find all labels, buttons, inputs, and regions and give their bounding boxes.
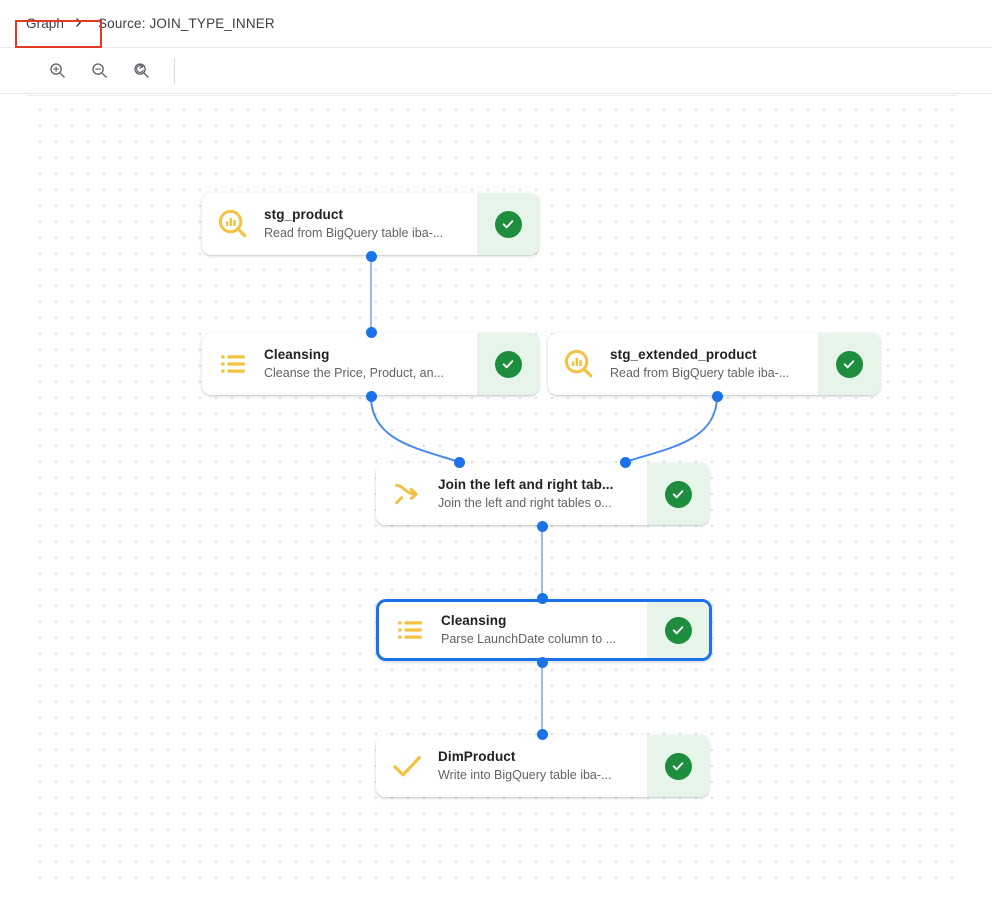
node-text: Cleansing Parse LaunchDate column to ... [441, 602, 647, 658]
zoom-out-icon [91, 63, 107, 78]
status-badge [647, 463, 709, 525]
graph-node-stg-extended-product[interactable]: stg_extended_product Read from BigQuery … [548, 333, 880, 395]
status-badge [647, 602, 709, 658]
breadcrumb-current: Source: JOIN_TYPE_INNER [98, 16, 275, 31]
node-subtitle: Join the left and right tables o... [438, 495, 612, 510]
node-text: Cleansing Cleanse the Price, Product, an… [264, 333, 477, 395]
node-subtitle: Write into BigQuery table iba-... [438, 767, 612, 782]
check-circle-icon [494, 350, 522, 378]
check-circle-icon [664, 480, 692, 508]
port-dot [712, 391, 723, 402]
graph-node-cleansing-2-selected[interactable]: Cleansing Parse LaunchDate column to ... [376, 599, 712, 661]
graph-node-cleansing-1[interactable]: Cleansing Cleanse the Price, Product, an… [202, 333, 539, 395]
check-circle-icon [835, 350, 863, 378]
node-text: DimProduct Write into BigQuery table iba… [438, 735, 647, 797]
node-title: Cleansing [264, 347, 330, 363]
node-title: stg_product [264, 207, 344, 223]
graph-node-join[interactable]: Join the left and right tab... Join the … [376, 463, 709, 525]
breadcrumb-bar: Graph Source: JOIN_TYPE_INNER [0, 0, 992, 48]
port-dot [366, 327, 377, 338]
node-subtitle: Parse LaunchDate column to ... [441, 631, 617, 646]
node-title: Join the left and right tab... [438, 477, 614, 493]
sink-check-icon [376, 735, 438, 797]
zoom-in-icon [49, 63, 65, 78]
status-badge [647, 735, 709, 797]
breadcrumb-root-link[interactable]: Graph [26, 16, 65, 31]
edge-cleansing-to-join [370, 395, 460, 463]
port-dot [620, 457, 631, 468]
status-badge [477, 333, 539, 395]
bigquery-source-icon [202, 193, 264, 255]
port-dot [366, 391, 377, 402]
port-dot [537, 657, 548, 668]
graph-canvas[interactable]: stg_product Read from BigQuery table iba… [27, 95, 957, 887]
zoom-reset-button[interactable] [126, 56, 156, 86]
graph-node-dim-product[interactable]: DimProduct Write into BigQuery table iba… [376, 735, 709, 797]
node-subtitle: Read from BigQuery table iba-... [264, 225, 444, 240]
node-title: Cleansing [441, 613, 507, 629]
edge-stg-extended-to-join [624, 395, 718, 463]
node-title: DimProduct [438, 749, 516, 765]
join-merge-icon [376, 463, 438, 525]
graph-node-stg-product[interactable]: stg_product Read from BigQuery table iba… [202, 193, 539, 255]
node-title: stg_extended_product [610, 347, 757, 363]
zoom-out-button[interactable] [84, 56, 114, 86]
bigquery-source-icon [548, 333, 610, 395]
port-dot [537, 521, 548, 532]
port-dot [454, 457, 465, 468]
port-dot [537, 729, 548, 740]
node-text: Join the left and right tab... Join the … [438, 463, 647, 525]
zoom-reset-icon [133, 63, 149, 78]
zoom-in-button[interactable] [42, 56, 72, 86]
port-dot [537, 593, 548, 604]
node-subtitle: Read from BigQuery table iba-... [610, 365, 790, 380]
status-badge [818, 333, 880, 395]
graph-toolbar [0, 48, 992, 94]
node-subtitle: Cleanse the Price, Product, an... [264, 365, 444, 380]
node-text: stg_product Read from BigQuery table iba… [264, 193, 477, 255]
chevron-right-icon [73, 17, 84, 30]
status-badge [477, 193, 539, 255]
port-dot [366, 251, 377, 262]
cleansing-list-icon [379, 602, 441, 658]
cleansing-list-icon [202, 333, 264, 395]
node-text: stg_extended_product Read from BigQuery … [610, 333, 818, 395]
check-circle-icon [494, 210, 522, 238]
check-circle-icon [664, 752, 692, 780]
toolbar-divider [174, 57, 175, 84]
check-circle-icon [664, 616, 692, 644]
